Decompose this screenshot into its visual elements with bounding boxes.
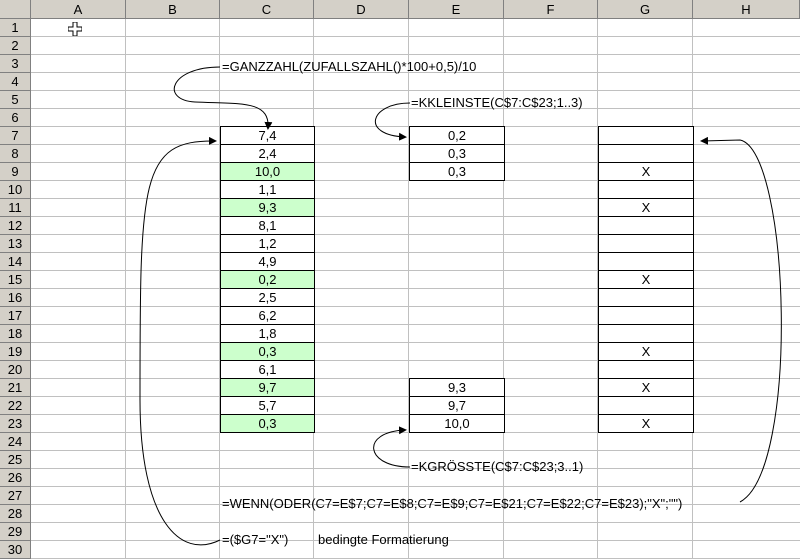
grid-line-vertical (503, 19, 504, 559)
grid-line-horizontal (31, 504, 800, 505)
grid-line-horizontal (31, 288, 800, 289)
row-header-16[interactable]: 16 (0, 289, 31, 307)
arrow-random-to-c7 (173, 66, 273, 130)
cell-cursor-icon (68, 22, 82, 36)
row-header-15[interactable]: 15 (0, 271, 31, 289)
row-header-1[interactable]: 1 (0, 19, 31, 37)
row-header-10[interactable]: 10 (0, 181, 31, 199)
cell-c18[interactable]: 1,8 (220, 324, 315, 343)
cell-e9[interactable]: 0,3 (409, 162, 505, 181)
row-header-13[interactable]: 13 (0, 235, 31, 253)
row-header-21[interactable]: 21 (0, 379, 31, 397)
grid-line-horizontal (31, 252, 800, 253)
row-header-3[interactable]: 3 (0, 55, 31, 73)
select-all-corner[interactable] (0, 0, 31, 19)
column-header-e[interactable]: E (409, 0, 504, 19)
grid-line-horizontal (31, 342, 800, 343)
row-header-5[interactable]: 5 (0, 91, 31, 109)
arrow-wenn-to-g7 (700, 136, 782, 503)
column-header-d[interactable]: D (314, 0, 409, 19)
row-header-29[interactable]: 29 (0, 523, 31, 541)
grid-line-vertical (125, 19, 126, 559)
cell-c21[interactable]: 9,7 (220, 378, 315, 397)
row-header-26[interactable]: 26 (0, 469, 31, 487)
formula-conditional: =($G7="X") (222, 532, 289, 547)
row-header-17[interactable]: 17 (0, 307, 31, 325)
row-header-12[interactable]: 12 (0, 217, 31, 235)
grid-line-horizontal (31, 54, 800, 55)
grid-line-vertical (219, 19, 220, 559)
grid-line-horizontal (31, 234, 800, 235)
arrow-ksmallest-to-e7 (374, 102, 411, 141)
arrow-klargest-to-e23 (373, 426, 411, 468)
grid-line-horizontal (31, 450, 800, 451)
row-header-8[interactable]: 8 (0, 145, 31, 163)
column-header-c[interactable]: C (220, 0, 314, 19)
grid-line-vertical (597, 19, 598, 559)
cell-e23[interactable]: 10,0 (409, 414, 505, 433)
grid-line-horizontal (31, 360, 800, 361)
row-header-9[interactable]: 9 (0, 163, 31, 181)
grid-line-horizontal (31, 324, 800, 325)
grid-line-horizontal (31, 270, 800, 271)
row-header-14[interactable]: 14 (0, 253, 31, 271)
cell-g23[interactable]: X (598, 414, 694, 433)
grid-line-horizontal (31, 36, 800, 37)
row-header-24[interactable]: 24 (0, 433, 31, 451)
grid-line-horizontal (31, 468, 800, 469)
row-header-28[interactable]: 28 (0, 505, 31, 523)
row-header-23[interactable]: 23 (0, 415, 31, 433)
row-header-7[interactable]: 7 (0, 127, 31, 145)
grid-line-horizontal (31, 198, 800, 199)
row-header-20[interactable]: 20 (0, 361, 31, 379)
column-header-g[interactable]: G (598, 0, 693, 19)
grid-line-horizontal (31, 522, 800, 523)
cell-c16[interactable]: 2,5 (220, 288, 315, 307)
row-header-11[interactable]: 11 (0, 199, 31, 217)
cell-c13[interactable]: 1,2 (220, 234, 315, 253)
cell-c23[interactable]: 0,3 (220, 414, 315, 433)
row-header-25[interactable]: 25 (0, 451, 31, 469)
grid-line-horizontal (31, 540, 800, 541)
grid-line-horizontal (31, 486, 800, 487)
conditional-formatting-label: bedingte Formatierung (318, 532, 449, 547)
grid-line-vertical (408, 19, 409, 559)
cell-e21[interactable]: 9,3 (409, 378, 505, 397)
row-header-6[interactable]: 6 (0, 109, 31, 127)
column-header-a[interactable]: A (31, 0, 126, 19)
grid-line-horizontal (31, 90, 800, 91)
row-header-22[interactable]: 22 (0, 397, 31, 415)
row-header-19[interactable]: 19 (0, 343, 31, 361)
row-header-18[interactable]: 18 (0, 325, 31, 343)
grid-line-horizontal (31, 72, 800, 73)
row-header-4[interactable]: 4 (0, 73, 31, 91)
column-header-f[interactable]: F (504, 0, 598, 19)
row-header-2[interactable]: 2 (0, 37, 31, 55)
formula-wenn: =WENN(ODER(C7=E$7;C7=E$8;C7=E$9;C7=E$21;… (222, 496, 683, 511)
formula-ksmallest: =KKLEINSTE(C$7:C$23;1..3) (411, 95, 583, 110)
arrow-cond-to-c7 (139, 136, 221, 546)
cell-c22[interactable]: 5,7 (220, 396, 315, 415)
formula-random: =GANZZAHL(ZUFALLSZAHL()*100+0,5)/10 (222, 59, 477, 74)
row-header-27[interactable]: 27 (0, 487, 31, 505)
grid-line-horizontal (31, 306, 800, 307)
grid-line-horizontal (31, 216, 800, 217)
grid-line-horizontal (31, 108, 800, 109)
column-header-b[interactable]: B (126, 0, 220, 19)
formula-klargest: =KGRÖSSTE(C$7:C$23;3..1) (411, 459, 584, 474)
